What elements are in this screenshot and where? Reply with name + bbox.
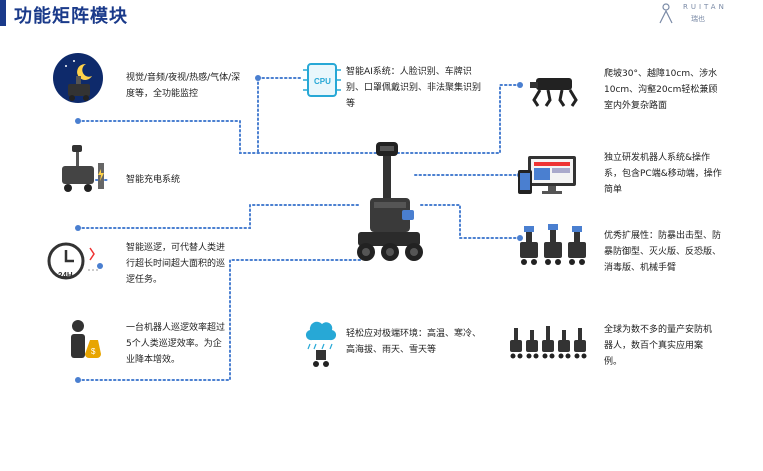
logo-subtext: 瑞也 xyxy=(691,15,705,23)
24h-clock-icon: 24H xyxy=(47,242,103,280)
connector-dot xyxy=(517,82,523,88)
clock-label: 24H xyxy=(58,271,73,280)
feature-deployment: 全球为数不多的量产安防机器人，数百个真实应用案例。 xyxy=(604,325,713,367)
feature-system: 独立研发机器人系统&操作系，包含PC端&移动端，操作简单 xyxy=(604,153,722,195)
page-title: 功能矩阵模块 xyxy=(14,6,128,27)
connector-dot xyxy=(517,235,523,241)
security-robot-image xyxy=(357,142,423,261)
logo-text: RUITAN xyxy=(683,3,727,11)
connector-dot xyxy=(255,75,261,81)
cpu-chip-icon: CPU xyxy=(303,63,341,97)
quadruped-robot-icon xyxy=(530,78,578,107)
svg-text:$: $ xyxy=(91,347,96,356)
feature-ai: 智能AI系统：人脸识别、车牌识别、口罩佩戴识别、非法聚集识别等 xyxy=(346,67,482,109)
desktop-mobile-icon xyxy=(518,156,576,194)
ruitan-logo-icon xyxy=(659,3,673,24)
title-accent-bar xyxy=(0,0,6,26)
connector-dot xyxy=(75,225,81,231)
feature-extensibility: 优秀扩展性：防暴出击型、防暴防御型、灭火版、反恐版、消毒版、机械手臂 xyxy=(604,231,722,273)
feature-charging: 智能充电系统 xyxy=(126,175,181,185)
night-moon-robot-icon xyxy=(53,53,103,103)
charging-robot-icon xyxy=(62,145,104,192)
cpu-label: CPU xyxy=(314,77,331,86)
feature-monitoring: 视觉/音频/夜视/热感/气体/深度等，全功能监控 xyxy=(126,73,241,99)
brand-logo: RUITAN 瑞也 xyxy=(655,2,745,26)
feature-terrain: 爬坡30°、越障10cm、涉水10cm、沟壑20cm轻松兼顾室内外复杂路面 xyxy=(604,69,718,111)
feature-efficiency: 一台机器人巡逻效率超过5个人类巡逻效率。为企业降本增效。 xyxy=(126,323,226,365)
feature-patrol: 智能巡逻，可代替人类进行超长时间超大面积的巡逻任务。 xyxy=(126,243,226,285)
feature-environment: 轻松应对极端环境：高温、寒冷、高海拔、雨天、雪天等 xyxy=(346,329,482,355)
connector-dot xyxy=(75,377,81,383)
robot-fleet-icon xyxy=(520,224,586,265)
rain-cloud-robot-icon xyxy=(305,321,337,367)
person-money-bag-icon: $ xyxy=(71,320,101,358)
robot-group-icon xyxy=(510,326,587,359)
connector-dot xyxy=(75,118,81,124)
